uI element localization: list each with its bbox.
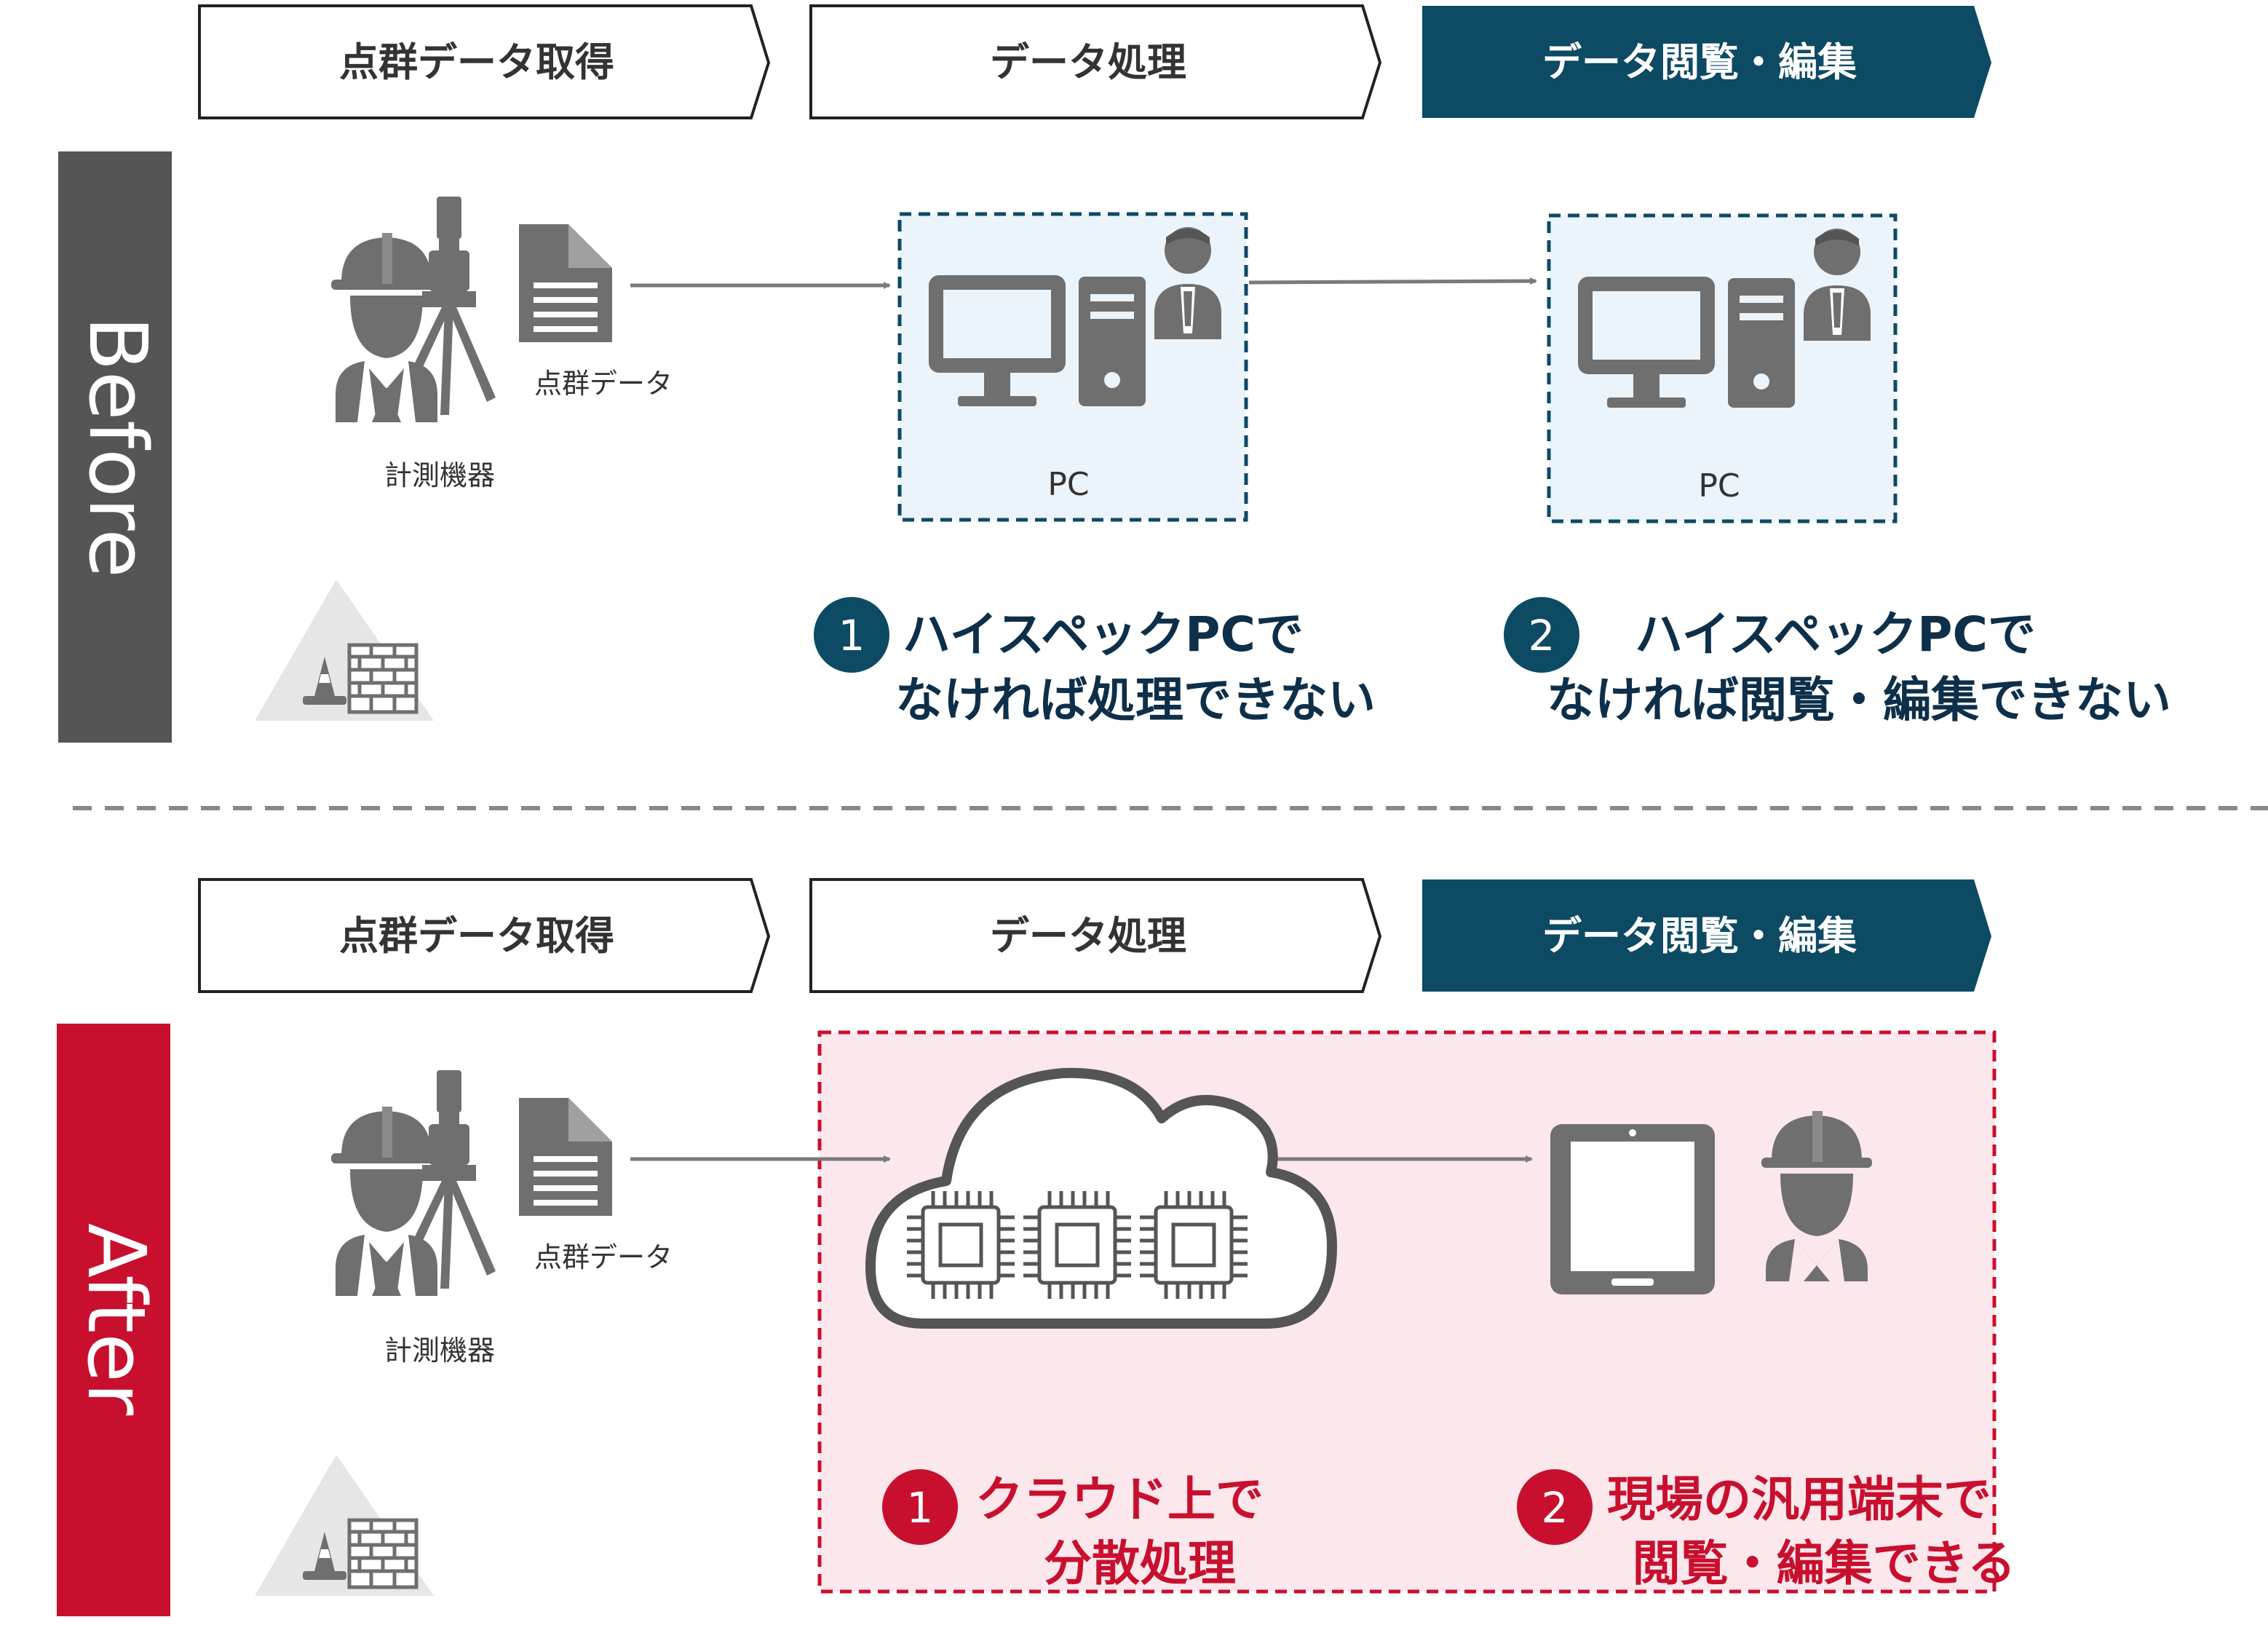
after-issue-2: 2 現場の汎用端末で 閲覧・編集できる: [1517, 1469, 2015, 1592]
before-issue-1-line1: ハイスペックPCで: [903, 606, 1304, 663]
before-side-label: Before: [58, 151, 172, 743]
after-issue-2-line2: 閲覧・編集できる: [1633, 1535, 2016, 1592]
before-step-process: データ処理: [809, 4, 1382, 119]
after-step-acquire: 点群データ取得: [198, 878, 771, 993]
before-pointcloud-label: 点群データ: [534, 368, 673, 400]
before-issue-1-line2: なければ処理できない: [895, 672, 1376, 728]
pc-label-1: PC: [1047, 466, 1089, 503]
after-step-view-edit: データ閲覧・編集: [1422, 879, 1991, 992]
cloud-icon: [865, 1067, 1337, 1329]
pc-box-viewing: PC: [1547, 213, 1898, 523]
after-issue-2-line1: 現場の汎用端末で: [1607, 1471, 1991, 1527]
after-pointcloud-label: 点群データ: [534, 1241, 673, 1273]
after-side-label: After: [57, 1024, 170, 1616]
step-label-acquire: 点群データ取得: [339, 913, 614, 959]
after-section: 点群データ取得 データ処理 データ閲覧・編集 After 点群データ 計測機器: [57, 878, 2015, 1616]
after-instrument-label: 計測機器: [384, 1335, 495, 1367]
after-label-text: After: [70, 1223, 163, 1416]
after-issue-1-line2: 分散処理: [1044, 1535, 1236, 1592]
after-step-process: データ処理: [809, 878, 1382, 993]
tablet-icon: [1550, 1124, 1715, 1294]
before-section: 点群データ取得 データ処理 データ閲覧・編集 Before 点群データ 計測機器: [58, 4, 2171, 743]
before-issue-2-line1: ハイスペックPCで: [1635, 606, 2036, 663]
before-instrument-label: 計測機器: [384, 459, 495, 491]
worker-helmet-icon: [1761, 1111, 1872, 1281]
before-issue-1: 1 ハイスペックPCで なければ処理できない: [814, 597, 1376, 728]
arrow-to-pc2: [1248, 277, 1537, 285]
before-label-text: Before: [71, 316, 164, 578]
after-issue-1-number: 1: [907, 1483, 934, 1533]
before-step-acquire: 点群データ取得: [198, 4, 771, 119]
before-issue-2-line2: なければ閲覧・編集できない: [1547, 672, 2171, 728]
step-label-process: データ処理: [990, 913, 1186, 959]
pc-label-2: PC: [1698, 467, 1740, 505]
brick-wall-icon: [255, 1455, 434, 1596]
before-issue-2-number: 2: [1528, 611, 1555, 660]
traffic-cone-icon: [255, 580, 434, 721]
after-issue-1: 1 クラウド上で 分散処理: [882, 1469, 1264, 1592]
step-label-view-edit: データ閲覧・編集: [1542, 913, 1857, 959]
step-label-process: データ処理: [990, 39, 1186, 85]
step-label-acquire: 点群データ取得: [339, 39, 614, 85]
after-issue-2-number: 2: [1542, 1483, 1569, 1533]
before-issue-1-number: 1: [838, 611, 865, 660]
before-issue-2: 2 ハイスペックPCで なければ閲覧・編集できない: [1504, 597, 2171, 728]
before-step-view-edit: データ閲覧・編集: [1422, 6, 1991, 118]
after-issue-1-line1: クラウド上で: [975, 1471, 1264, 1527]
pc-box-processing: PC: [897, 212, 1248, 522]
step-label-view-edit: データ閲覧・編集: [1542, 39, 1857, 85]
after-site-icons: [255, 1455, 434, 1596]
before-site-icons: [255, 580, 434, 721]
